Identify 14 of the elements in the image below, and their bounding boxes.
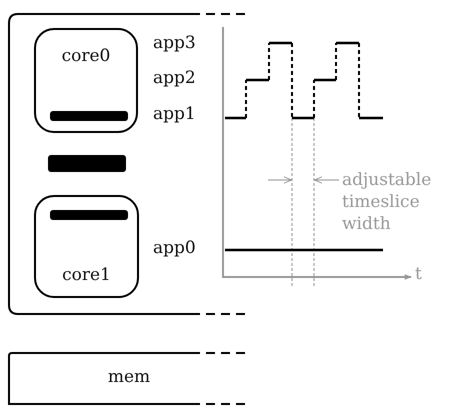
annotation-text: adjustable timeslice width (342, 169, 432, 235)
core-label: core1 (62, 265, 111, 285)
core-label: core0 (62, 46, 110, 66)
core-box (34, 28, 138, 133)
signal-label: app1 (153, 106, 196, 123)
axis-label: t (415, 266, 422, 283)
core-box (34, 195, 139, 298)
memory-label: mem (108, 367, 150, 387)
bar (50, 210, 128, 220)
bar (50, 111, 128, 121)
signal-label: app2 (153, 70, 196, 87)
signal-label: app0 (153, 240, 196, 257)
signal-label: app3 (153, 35, 196, 52)
bar (48, 155, 126, 172)
